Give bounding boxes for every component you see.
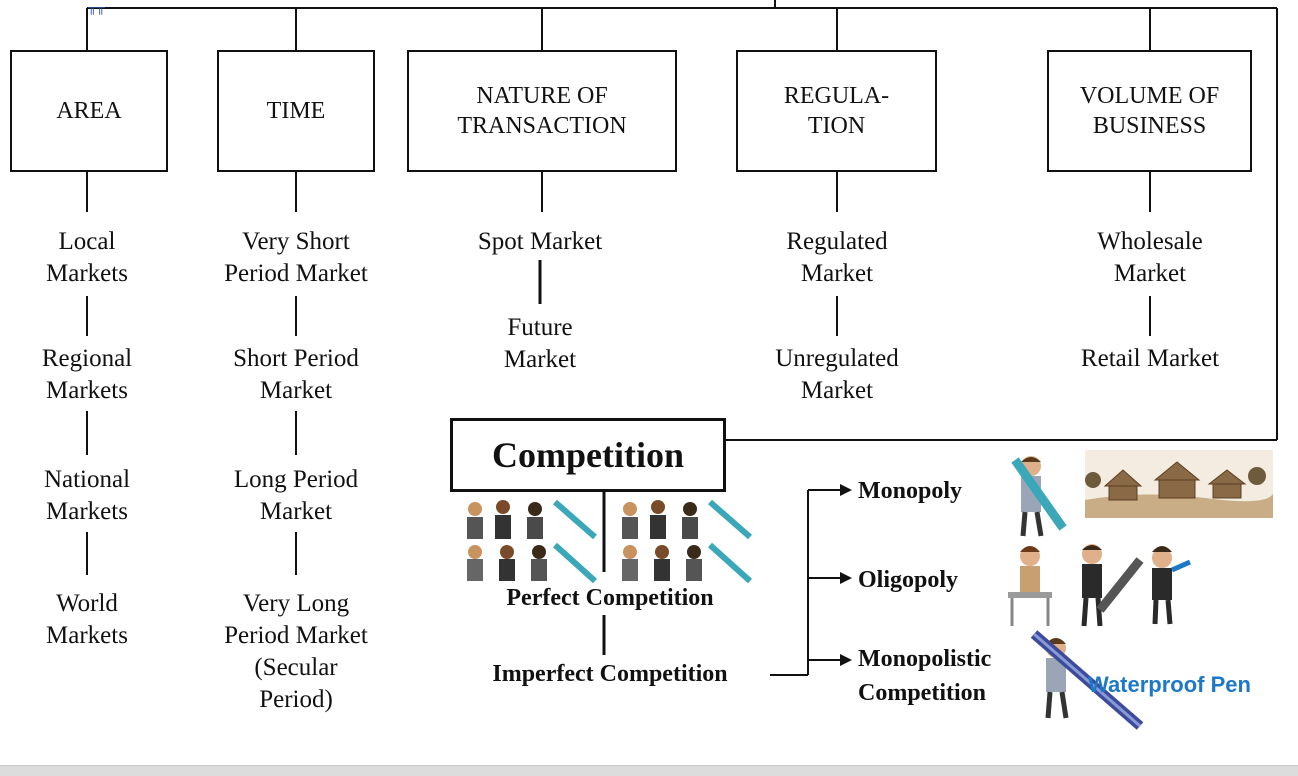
header-line: BUSINESS	[1092, 113, 1207, 139]
monopoly-label: Monopoly	[858, 478, 963, 504]
nature-item: Spot Market	[477, 228, 603, 255]
village-sketch-illustration	[1085, 450, 1273, 518]
header-time: TIME	[217, 50, 375, 172]
competition-box: Competition	[450, 418, 726, 492]
header-line: TIME	[266, 98, 326, 124]
header-area: AREA	[10, 50, 168, 172]
bottom-scrollbar[interactable]	[0, 765, 1298, 776]
header-line: REGULA-	[783, 83, 890, 109]
waterproof-pen-label: Waterproof Pen	[1088, 672, 1251, 697]
header-regulation: REGULA- TION	[736, 50, 937, 172]
header-line: TRANSACTION	[457, 113, 627, 139]
corner-glyph: ╥╥	[88, 0, 106, 14]
header-line: TION	[807, 113, 866, 139]
volume-item: Retail Market	[1080, 345, 1220, 372]
header-line: VOLUME OF	[1079, 83, 1220, 109]
header-nature-of-transaction: NATURE OF TRANSACTION	[407, 50, 677, 172]
perfect-competition-label: Perfect Competition	[506, 585, 714, 611]
imperfect-competition-label: Imperfect Competition	[492, 661, 728, 687]
header-volume-of-business: VOLUME OF BUSINESS	[1047, 50, 1252, 172]
perfect-competition-people-illustration	[467, 499, 753, 584]
pen-person-illustration	[1030, 630, 1144, 730]
oligopoly-people-illustration	[1008, 544, 1192, 627]
monopoly-person-illustration	[1011, 456, 1067, 537]
header-line: AREA	[56, 98, 122, 124]
competition-title: Competition	[492, 435, 684, 475]
header-line: NATURE OF	[476, 83, 608, 109]
oligopoly-label: Oligopoly	[858, 567, 959, 593]
